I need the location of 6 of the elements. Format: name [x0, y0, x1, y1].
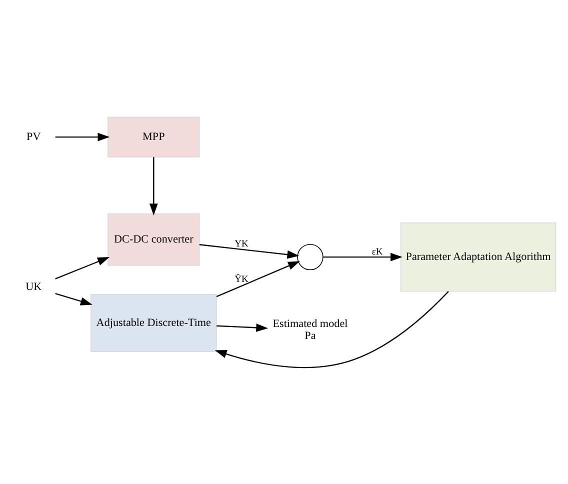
node-text: PV [26, 130, 41, 142]
edge-label: εK [372, 246, 383, 257]
node-text: Estimated model Pa [272, 318, 348, 342]
node-text: UK [26, 280, 42, 293]
edge-label: ŶK [234, 274, 248, 285]
edge-label: YK [234, 238, 248, 249]
